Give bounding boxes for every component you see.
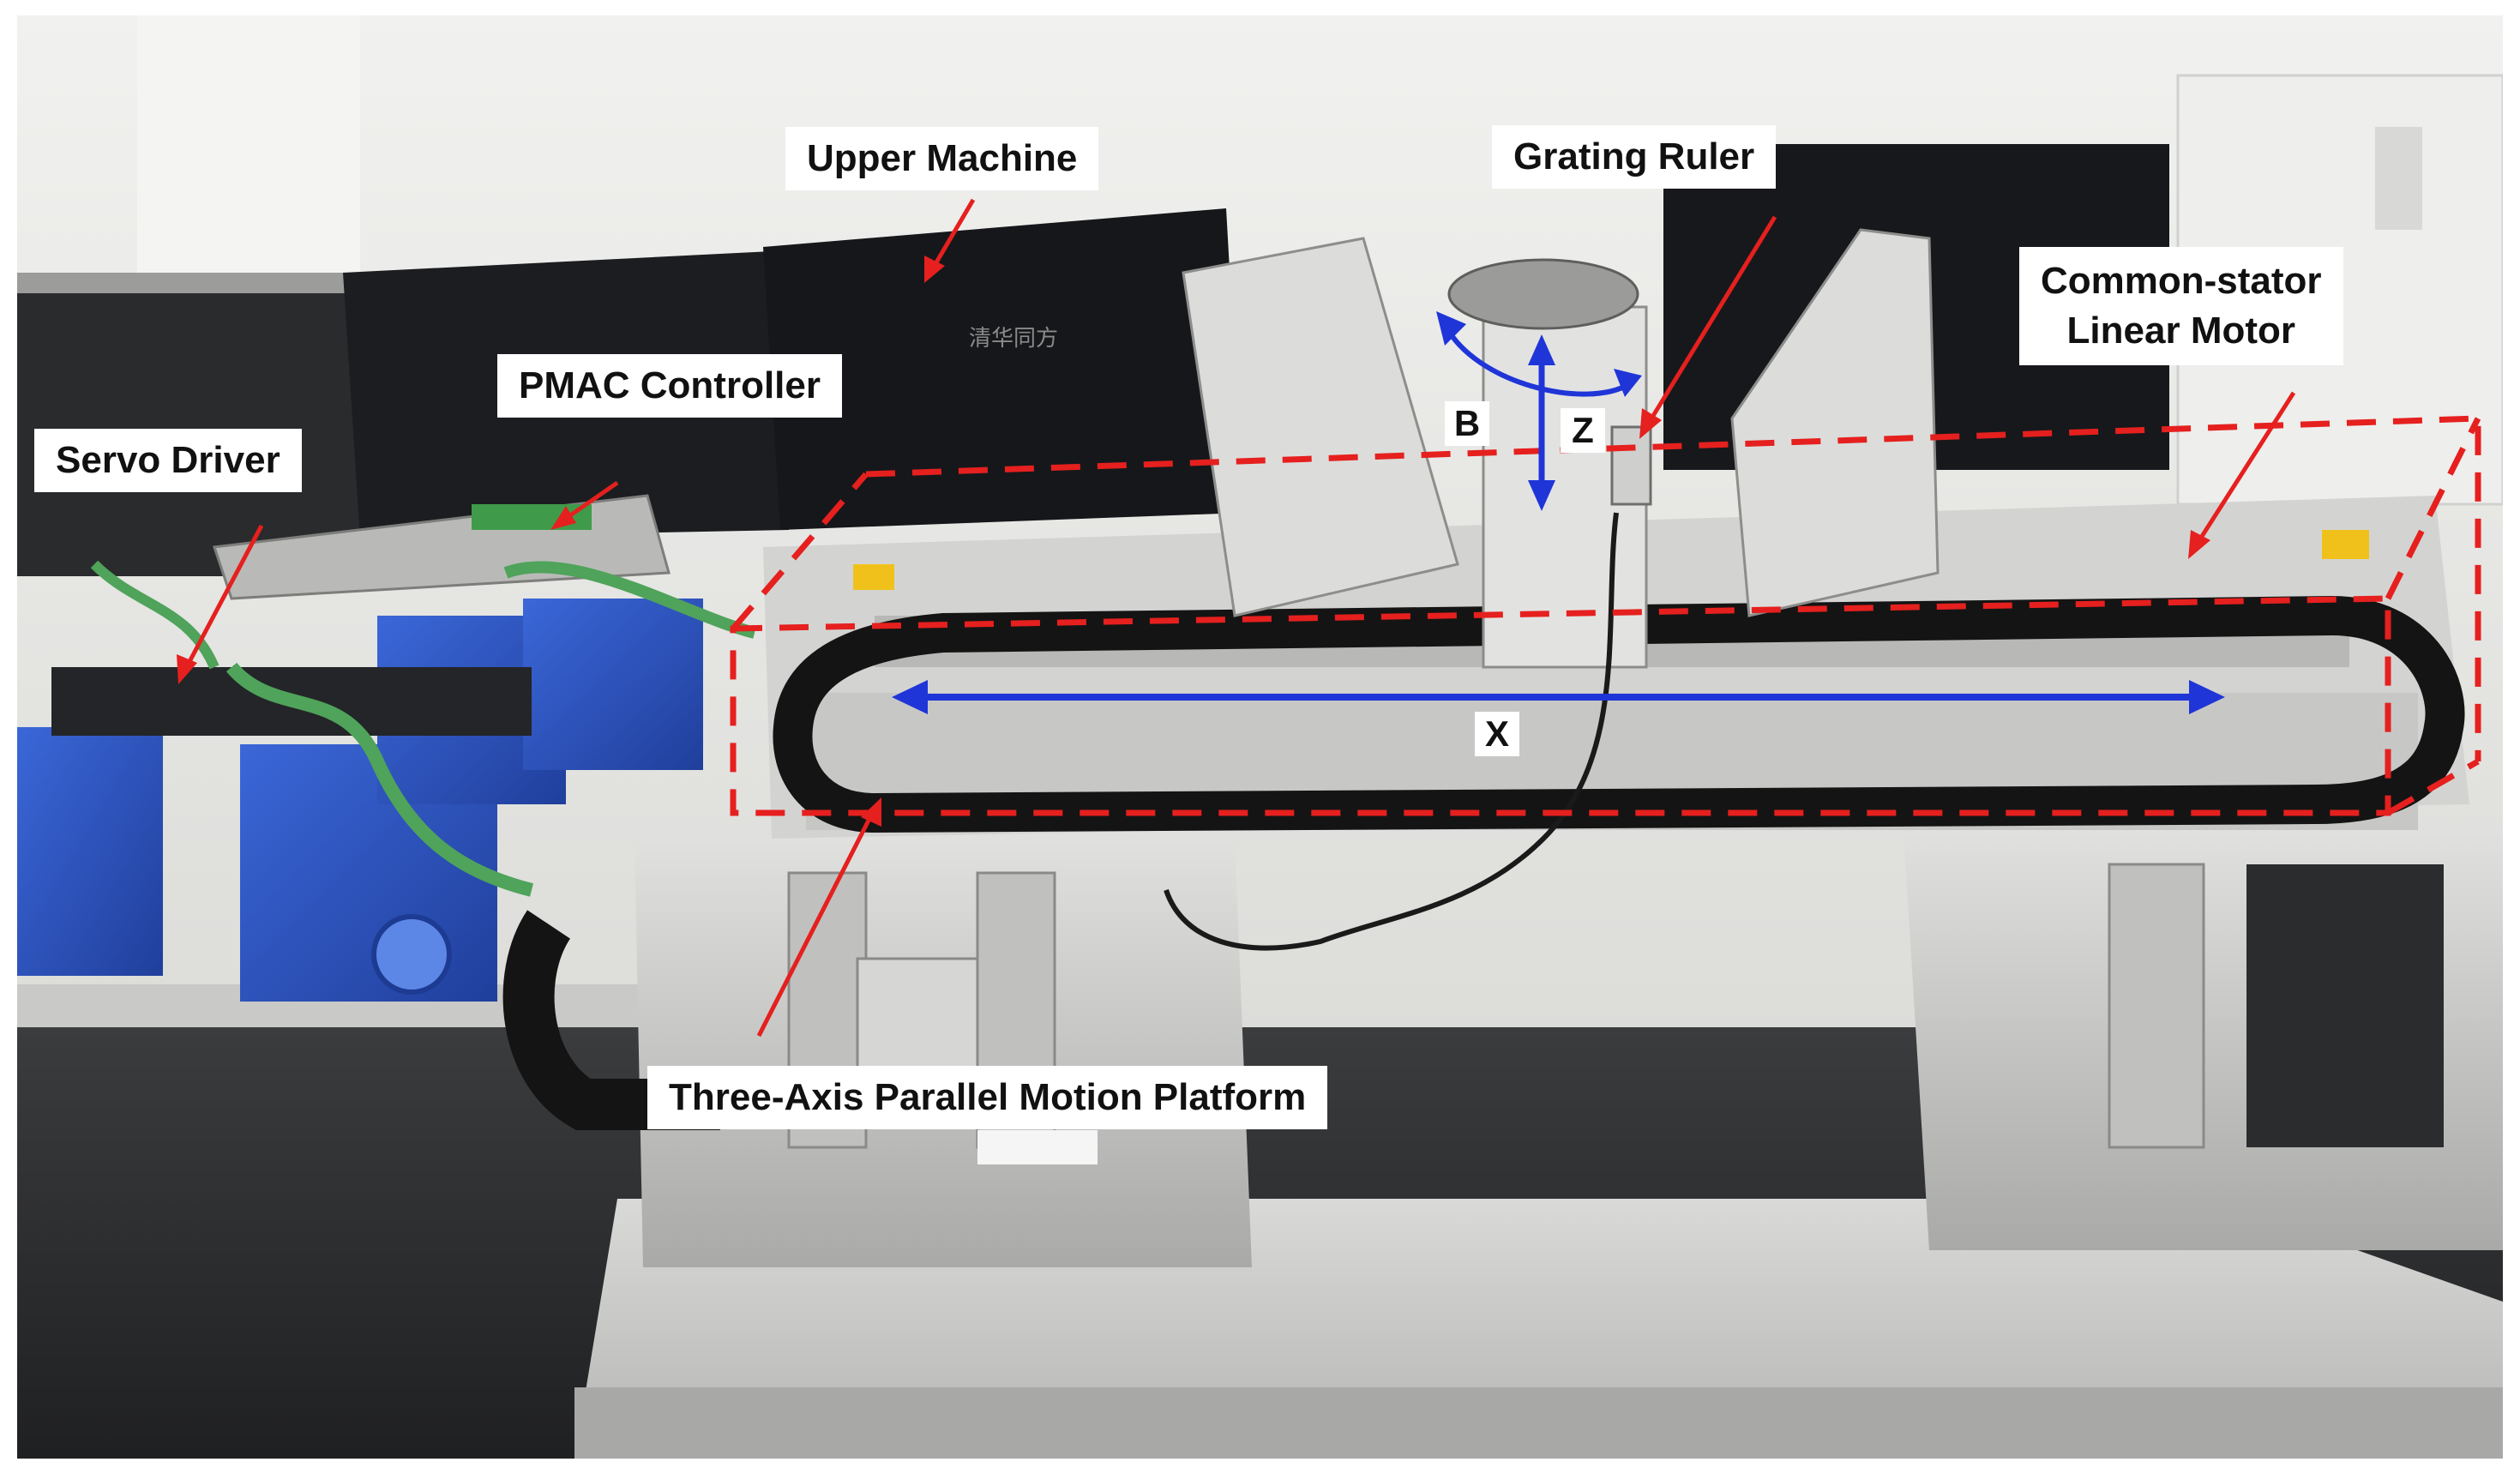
yellow-cap-left	[853, 564, 894, 590]
b-axis-arrowhead-left	[1436, 311, 1466, 346]
b-axis-tag: B	[1445, 401, 1489, 446]
carriage-left	[1182, 237, 1459, 617]
wall-pillar	[137, 15, 360, 298]
pmac-terminal-strip	[472, 504, 592, 530]
b-axis-arc	[1442, 322, 1631, 397]
common-stator-linear-motor-label: Common-stator Linear Motor	[2019, 247, 2343, 365]
upper-machine-arrow	[928, 198, 976, 274]
platform-arrowhead	[861, 797, 881, 827]
z-axis-tag: Z	[1561, 408, 1605, 453]
servo-driver-arrow	[182, 524, 264, 673]
pmac-arrowhead	[550, 506, 576, 530]
grating-ruler-arrow	[1644, 215, 1777, 429]
linear-motor-arrow	[2192, 391, 2296, 549]
b-axis-arrowhead-right	[1614, 369, 1642, 397]
common-stator-line2: Linear Motor	[2066, 310, 2295, 352]
servo-driver-label: Servo Driver	[34, 429, 302, 492]
base-plate-edge	[574, 1387, 2503, 1459]
upper-machine-arrowhead	[924, 256, 945, 283]
photo-frame: 清华同方	[17, 15, 2503, 1459]
cabinet-vent	[2375, 127, 2422, 230]
monitor-center	[763, 208, 1243, 530]
right-rail	[2108, 863, 2205, 1149]
cable-chain-front	[773, 595, 2465, 833]
carriage-right	[1730, 228, 1940, 617]
encoder-cable	[1164, 512, 1619, 951]
dashed-box-connector-left	[731, 472, 869, 631]
grating-reader	[1610, 425, 1652, 506]
rotary-table	[1447, 258, 1639, 330]
servo-driver-1	[17, 727, 163, 976]
servo-driver-4	[523, 599, 703, 770]
lab-photo-scene: 清华同方	[17, 15, 2503, 1459]
green-cable-1	[226, 662, 533, 897]
x-axis-tag: X	[1475, 712, 1519, 756]
green-cable-3	[90, 560, 220, 670]
left-slider-block	[856, 957, 979, 1072]
x-axis-arrowhead-left	[892, 680, 928, 714]
cable-chain-left	[502, 910, 720, 1130]
common-stator-line1: Common-stator	[2041, 260, 2322, 302]
yellow-cap-right	[2322, 530, 2369, 559]
grating-ruler-arrowhead	[1639, 408, 1662, 439]
dashed-box-connector-bottom	[2386, 758, 2480, 816]
dashed-box-connector-right	[2385, 417, 2481, 600]
driver-fan	[371, 914, 452, 995]
dashed-box-back	[865, 415, 2481, 761]
pmac-controller-label: PMAC Controller	[497, 354, 842, 418]
z-axis-arrowhead-bottom	[1528, 480, 1555, 511]
monitor-brand-text: 清华同方	[969, 326, 1058, 352]
platform-label: Three-Axis Parallel Motion Platform	[647, 1066, 1328, 1129]
grating-ruler-label: Grating Ruler	[1492, 125, 1777, 189]
platform-arrow	[756, 807, 877, 1038]
z-axis-arrowhead-top	[1528, 334, 1555, 365]
linear-motor-arrowhead	[2188, 530, 2210, 559]
x-axis-arrowhead-right	[2189, 680, 2225, 714]
servo-driver-arrowhead	[177, 654, 197, 684]
center-column	[1482, 305, 1648, 669]
barcode-sticker	[977, 1130, 1098, 1164]
right-magnets	[2246, 864, 2444, 1147]
left-shelf	[17, 273, 377, 293]
upper-machine-label: Upper Machine	[785, 127, 1099, 190]
green-cable-2	[503, 561, 756, 639]
